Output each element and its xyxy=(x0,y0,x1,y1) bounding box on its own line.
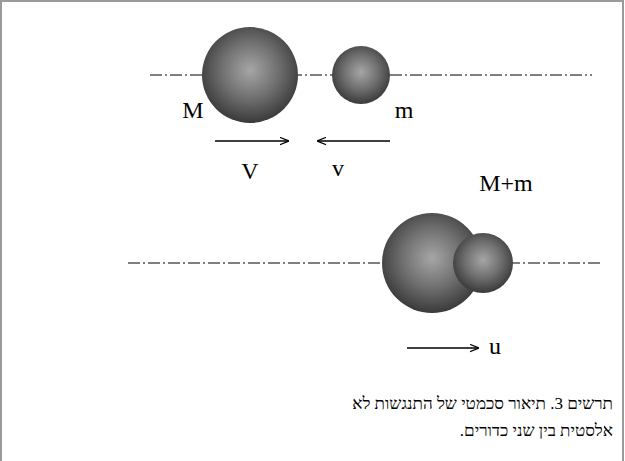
ball-shape xyxy=(332,46,390,104)
mass-label: m xyxy=(395,98,414,122)
figure-caption: תרשים 3. תיאור סכמטי של התנגשות לא אלסטי… xyxy=(335,390,613,444)
ball xyxy=(202,27,298,123)
axis-line xyxy=(128,263,602,264)
small-ball: m xyxy=(332,46,390,104)
velocity-label: u xyxy=(489,334,501,358)
ball-shape xyxy=(202,27,298,123)
ball xyxy=(453,233,513,293)
velocity-arrow xyxy=(318,140,390,141)
velocity-arrow xyxy=(215,140,288,141)
ball-shape xyxy=(382,213,514,313)
merged-balls: M+m xyxy=(382,213,514,313)
velocity-label: V xyxy=(241,159,258,183)
ball xyxy=(332,46,390,104)
mass-label: M+m xyxy=(479,171,533,195)
large-ball: M xyxy=(202,27,298,123)
mass-label: M xyxy=(182,98,203,122)
velocity-label: v xyxy=(332,156,344,180)
velocity-arrow xyxy=(407,347,478,348)
